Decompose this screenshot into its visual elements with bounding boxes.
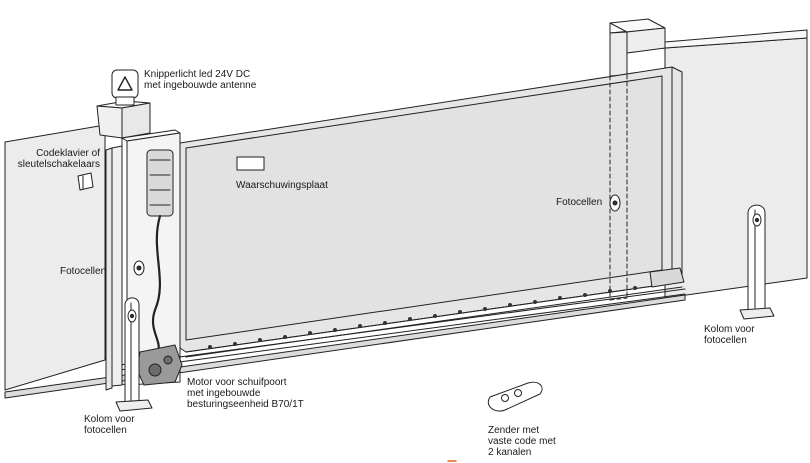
flash-lamp: [111, 69, 139, 106]
control-unit: [146, 149, 174, 354]
keypad: [77, 172, 94, 191]
rack-bolts: [208, 286, 637, 349]
right-wall: [664, 29, 808, 299]
label-flash-lamp: Knipperlicht led 24V DC met ingebouwde a…: [144, 69, 257, 91]
photocell-left: [133, 260, 145, 276]
label-remote: Zender met vaste code met 2 kanalen: [488, 425, 556, 458]
photocell-right: [609, 194, 621, 212]
sliding-gate: [179, 66, 685, 358]
remote-control: [487, 381, 543, 412]
label-photocells-left: Fotocellen: [60, 266, 107, 277]
hidden-pillar-lines: [609, 74, 628, 301]
column-left: [115, 297, 153, 412]
column-right: [739, 204, 775, 320]
label-keypad: Codeklavier of sleutelschakelaars: [17, 148, 100, 170]
label-column-right: Kolom voor fotocellen: [704, 324, 755, 346]
label-motor: Motor voor schuifpoort met ingebouwde be…: [187, 377, 304, 410]
right-pillar: [609, 18, 666, 77]
left-wall: [4, 124, 106, 391]
gate-motor: [136, 344, 183, 386]
warning-plate: [236, 156, 265, 171]
left-pillar: [96, 100, 151, 139]
label-warning-plate: Waarschuwingsplaat: [236, 180, 328, 191]
label-photocells-right: Fotocellen: [556, 197, 603, 208]
label-column-left: Kolom voor fotocellen: [84, 414, 135, 436]
